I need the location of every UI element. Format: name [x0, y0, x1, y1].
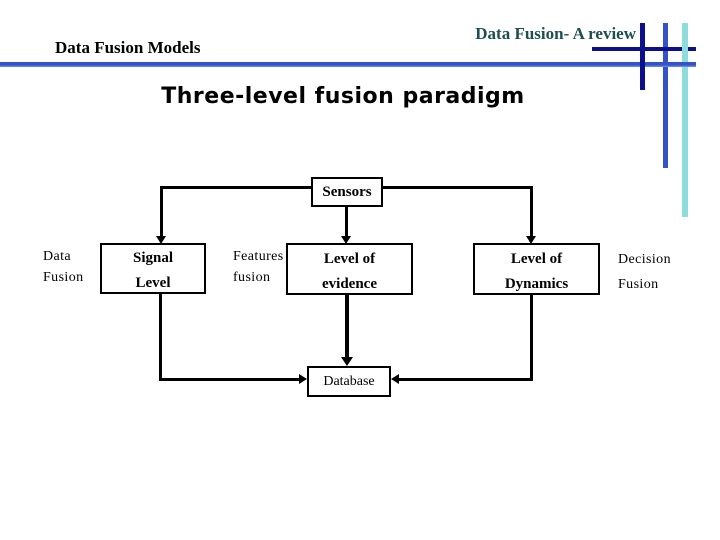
- connector-sensors-to-dynamics-vertical: [530, 186, 533, 236]
- signal-level-box: Signal Level: [100, 243, 206, 294]
- sensors-box: Sensors: [311, 177, 383, 207]
- connector-sensors-to-signal-vertical: [160, 186, 163, 236]
- slide-title: Three-level fusion paradigm: [161, 84, 525, 109]
- connector-dynamics-to-database-horizontal: [399, 378, 533, 381]
- slide-header-left-title: Data Fusion Models: [55, 38, 201, 57]
- arrowhead-into-database-top: [341, 357, 353, 366]
- vertical-blue-line: [663, 23, 668, 168]
- slide-header-right-title: Data Fusion- A review: [475, 24, 636, 43]
- decision-fusion-label: Decision Fusion: [618, 252, 671, 292]
- features-fusion-label: Features fusion: [233, 249, 284, 285]
- connector-sensors-to-dynamics-horizontal: [383, 186, 533, 189]
- connector-sensors-to-signal-horizontal: [160, 186, 311, 189]
- arrowhead-into-signal-level: [156, 236, 166, 244]
- database-box: Database: [307, 366, 391, 397]
- vertical-navy-line: [640, 23, 645, 90]
- arrowhead-into-level-of-evidence: [341, 236, 351, 244]
- connector-signal-to-database-horizontal: [159, 378, 299, 381]
- connector-evidence-to-database-vertical: [345, 294, 349, 358]
- arrowhead-into-database-right: [391, 374, 399, 384]
- connector-dynamics-to-database-vertical: [530, 295, 533, 380]
- arrowhead-into-level-of-dynamics: [526, 236, 536, 244]
- vertical-cyan-line: [682, 23, 688, 217]
- connector-sensors-to-evidence-vertical: [345, 206, 348, 236]
- level-of-dynamics-box: Level of Dynamics: [473, 243, 600, 295]
- data-fusion-label: Data Fusion: [43, 249, 84, 285]
- connector-signal-to-database-vertical: [159, 293, 162, 380]
- arrowhead-into-database-left: [299, 374, 307, 384]
- horizontal-blue-rule: [0, 62, 696, 67]
- level-of-evidence-box: Level of evidence: [286, 243, 413, 295]
